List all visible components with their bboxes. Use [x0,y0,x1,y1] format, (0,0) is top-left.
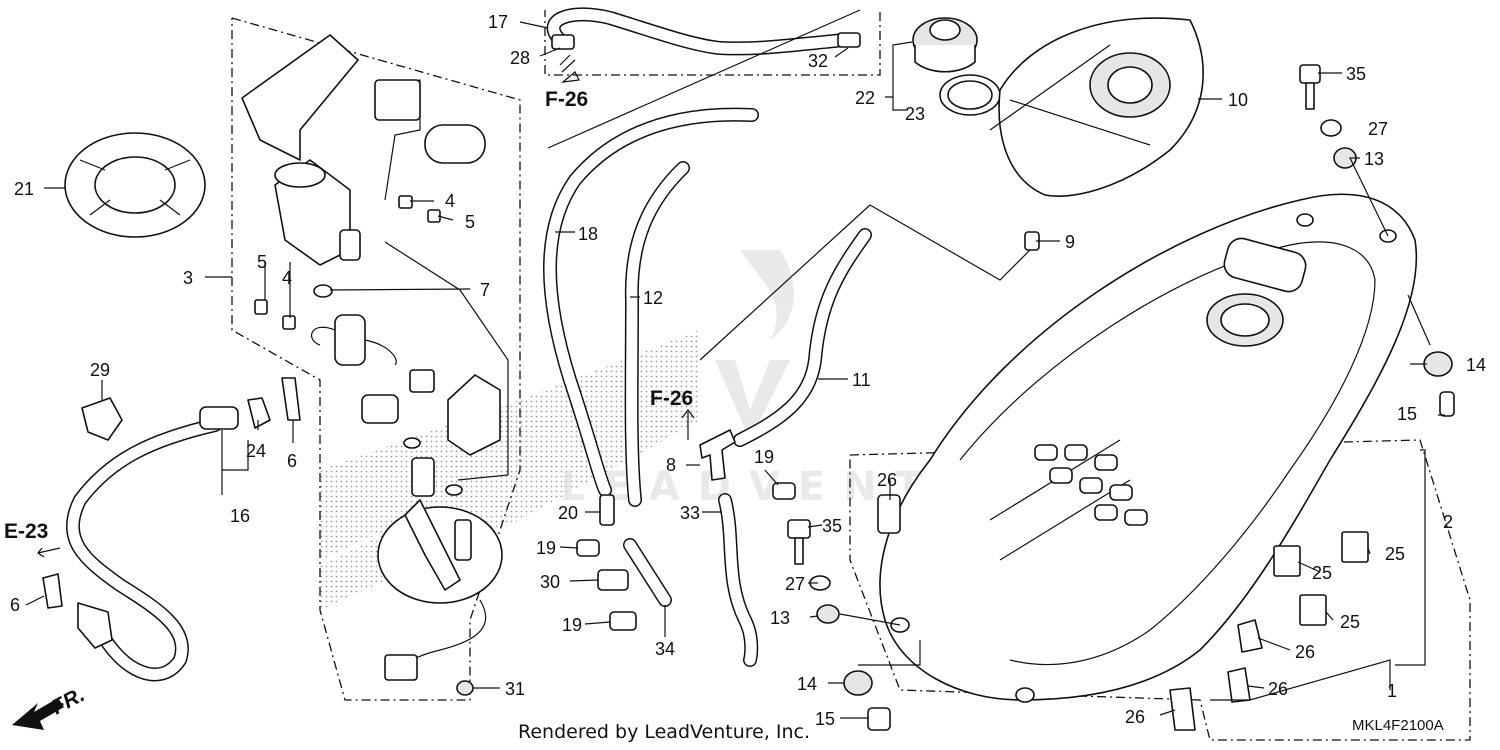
pump-harness [384,599,487,696]
pump-small-parts [313,284,463,497]
callout-11: 11 [852,370,871,390]
pump-flange [377,499,503,604]
callout-19-right: 19 [754,447,774,467]
fuel-hose-16 [65,406,239,682]
callout-4-top: 4 [445,191,455,211]
callout-14-bottom: 14 [797,674,817,694]
callout-numbers: 17 28 32 22 23 10 35 27 13 21 4 5 3 5 4 … [10,12,1486,729]
fuel-tray-10 [998,17,1204,197]
callout-26-upper: 26 [877,470,897,490]
mounting-hardware [787,64,1455,731]
hose-12 [624,161,690,507]
fuel-tank [879,193,1418,703]
hose-11 [733,228,872,447]
callout-13-top: 13 [1364,149,1384,169]
hose-18 [543,107,759,497]
callout-27-top: 27 [1368,119,1388,139]
callout-19-a: 19 [536,538,556,558]
callout-16: 16 [230,506,250,526]
callout-26-d: 26 [1125,707,1145,727]
callout-25-a: 25 [1385,544,1405,564]
callout-13-mid: 13 [770,608,790,628]
callout-12: 12 [643,288,663,308]
callout-28: 28 [510,48,530,68]
callout-3: 3 [183,268,193,288]
callout-10: 10 [1228,90,1248,110]
gasket-21 [64,132,206,238]
callout-7: 7 [480,280,490,300]
clips-24-6 [42,377,301,609]
callout-27-mid: 27 [785,574,805,594]
regulator [361,369,501,456]
callout-25-b: 25 [1312,563,1332,583]
callout-30: 30 [540,572,560,592]
joint-8 [699,429,736,481]
fuel-cap [912,17,978,73]
callout-1: 1 [1387,681,1397,701]
callout-19-b: 19 [562,615,582,635]
callout-6-bottom: 6 [10,595,20,615]
hose-34 [623,538,672,607]
leader-lines [25,9,1445,719]
callout-9: 9 [1065,232,1075,252]
bolts-4-5 [254,195,441,330]
callout-26-b: 26 [1295,642,1315,662]
callout-29: 29 [90,360,110,380]
ref-e23: E-23 [4,520,48,543]
ref-f26-top: F-26 [545,88,588,111]
callout-18: 18 [578,224,598,244]
callout-33: 33 [680,503,700,523]
callout-35-top: 35 [1346,64,1366,84]
callout-22: 22 [855,88,875,108]
callout-5-top: 5 [465,212,475,232]
callout-8: 8 [666,455,676,475]
front-arrow: FR. [12,683,88,730]
fuel-filter [274,159,361,266]
callout-5-left: 5 [257,252,267,272]
callout-32: 32 [808,51,828,71]
callout-35-mid: 35 [822,516,842,536]
callout-2: 2 [1443,512,1453,532]
callout-4-left: 4 [282,268,292,288]
clip-29 [81,397,123,441]
callout-15-bottom: 15 [815,709,835,729]
callout-25-c: 25 [1340,612,1360,632]
callout-24: 24 [246,441,266,461]
pump-motor [374,79,486,201]
front-arrow-label: FR. [48,683,89,719]
callout-20: 20 [558,503,578,523]
callout-6-top: 6 [287,451,297,471]
clips-19-20-30 [576,482,796,631]
hose-33 [718,493,759,667]
callout-15-right: 15 [1397,404,1417,424]
callout-17: 17 [488,12,508,32]
pump-bracket [241,34,359,161]
assembly-3-outline [231,17,521,701]
diagram-code: MKL4F2100A [1352,717,1444,734]
assembly-2-outline [849,439,1471,741]
callout-21: 21 [14,179,34,199]
callout-31: 31 [505,679,525,699]
hose-17 [546,7,861,56]
pump-unit [310,314,397,366]
callout-23: 23 [905,104,925,124]
render-credit: Rendered by LeadVenture, Inc. [518,721,810,743]
cap-seal [939,74,1001,116]
callout-14-right: 14 [1466,355,1486,375]
reference-arrows [37,71,695,558]
tank-bumps [1034,444,1148,526]
callout-34: 34 [655,639,675,659]
callout-26-c: 26 [1268,679,1288,699]
ref-f26-mid: F-26 [650,387,693,410]
